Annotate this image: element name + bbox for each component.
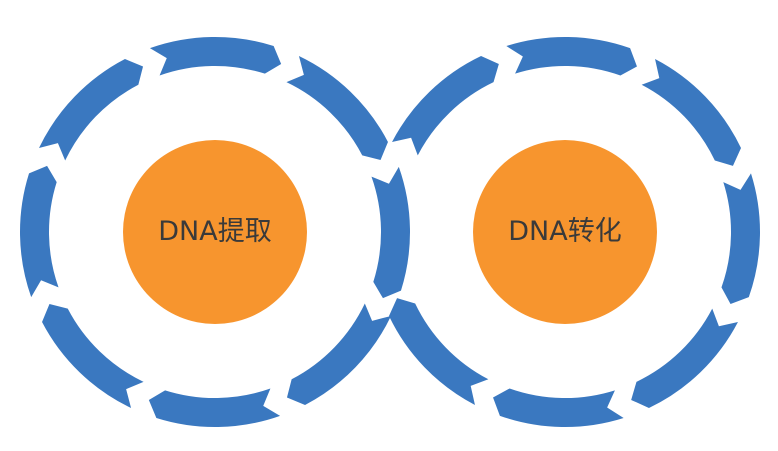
ring-arrow-segment [38,59,144,161]
ring-arrow-segment [631,308,738,409]
ring-arrow-segment [286,303,392,405]
ring-arrow-segment [149,37,282,76]
ring-arrow-segment [148,388,281,427]
ring-arrow-segment [641,59,742,166]
left-cycle-ring [19,37,410,427]
ring-arrow-segment [721,173,760,304]
right-node-label: DNA转化 [508,216,622,247]
right-node-circle [473,140,657,324]
ring-arrow-segment [19,165,59,298]
ring-arrow-segment [286,55,388,161]
ring-arrow-segment [392,55,499,156]
ring-arrow-segment [506,36,637,76]
ring-arrow-segment [42,303,144,409]
ring-arrow-segment [493,388,624,427]
right-cycle-ring [388,36,760,427]
left-node-label: DNA提取 [158,216,272,247]
left-node-circle [123,140,307,324]
ring-arrow-segment [371,166,410,299]
ring-arrow-segment [388,298,489,405]
